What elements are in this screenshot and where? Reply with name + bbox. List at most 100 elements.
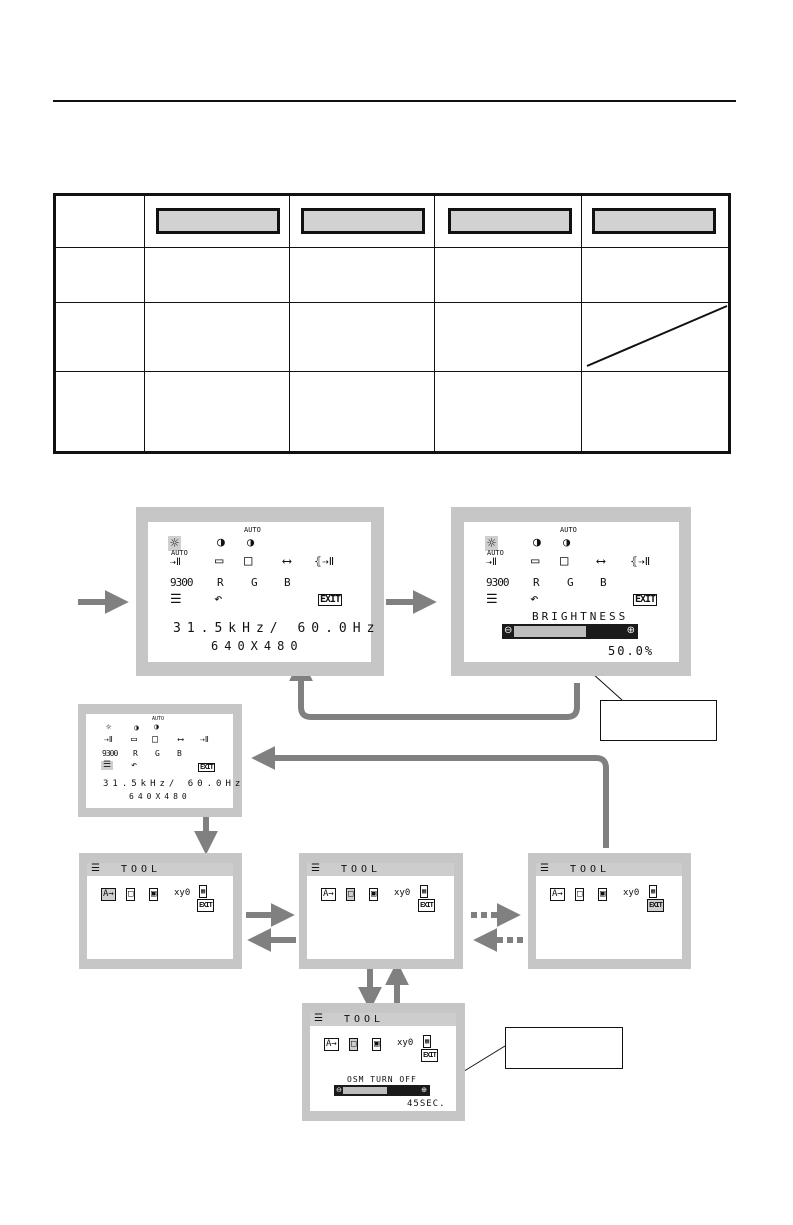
xy0-icon[interactable]: xy0 — [394, 888, 411, 898]
osm-turnoff-icon[interactable]: ▣ — [369, 888, 379, 901]
row-divider — [56, 302, 728, 303]
tool-screen-middle: ☰ TOOL A→ □ ▣ xy0 ▦ EXIT — [299, 853, 463, 969]
exit-icon[interactable]: EXIT — [421, 1049, 438, 1062]
h-size-icon[interactable]: ⟷ — [178, 735, 184, 745]
osm-position-icon[interactable]: □ — [346, 888, 356, 901]
contrast-icon[interactable]: ◑ — [217, 535, 225, 550]
down-up-icon[interactable]: □ — [560, 553, 569, 569]
tool-icon[interactable]: ☰ — [170, 592, 182, 607]
exit-icon[interactable]: EXIT — [418, 899, 435, 912]
exit-icon[interactable]: EXIT — [647, 899, 664, 912]
brightness-icon[interactable]: ☼ — [106, 723, 112, 733]
osm-turnoff-slider[interactable]: ⊖ ⊕ — [334, 1085, 430, 1096]
exit-icon[interactable]: EXIT — [633, 594, 658, 606]
language-icon[interactable]: A→ — [321, 888, 336, 901]
auto-adjust-icon[interactable]: ◑ — [563, 535, 571, 549]
col-divider — [144, 196, 145, 451]
tool-icon[interactable]: ☰ — [101, 760, 114, 770]
xy0-icon[interactable]: xy0 — [174, 888, 191, 898]
osm-turnoff-icon[interactable]: ▣ — [598, 888, 608, 901]
color-g[interactable]: G — [155, 749, 160, 758]
contrast-icon[interactable]: ◑ — [533, 535, 541, 550]
key-header-2 — [301, 208, 425, 234]
info-icon[interactable]: ▦ — [199, 885, 208, 898]
osm-turnoff-value: 45SEC. — [407, 1099, 446, 1109]
color-9300[interactable]: 9300 — [170, 576, 193, 589]
auto-label: AUTO — [152, 716, 165, 722]
fine-icon[interactable]: ⦃⇢Ⅱ — [314, 555, 335, 568]
na-diagonal — [586, 305, 728, 367]
auto-position-icon[interactable]: ⇢Ⅱ — [104, 735, 113, 744]
tool-title: TOOL — [121, 864, 162, 875]
xy0-icon[interactable]: xy0 — [397, 1038, 414, 1048]
auto-position-icon[interactable]: ⇢Ⅱ — [170, 557, 181, 568]
osm-position-icon[interactable]: □ — [349, 1038, 359, 1051]
tool-title: TOOL — [570, 864, 611, 875]
osm-turnoff-icon[interactable]: ▣ — [149, 888, 159, 901]
tool-icon[interactable]: ☰ — [486, 592, 498, 607]
exit-icon[interactable]: EXIT — [197, 899, 214, 912]
color-b[interactable]: B — [284, 576, 291, 589]
brightness-callout-box — [600, 700, 717, 741]
minus-icon[interactable]: ⊖ — [504, 625, 513, 636]
brightness-slider[interactable]: ⊖ ⊕ — [502, 624, 638, 639]
language-icon[interactable]: A→ — [550, 888, 565, 901]
auto-adjust-icon[interactable]: ◑ — [154, 722, 159, 731]
brightness-icon[interactable]: ☼ — [485, 534, 499, 552]
left-right-icon[interactable]: ▭ — [131, 734, 138, 745]
osm-main-screen-tool-selected: ☼ ◑ AUTO ◑ ⇢Ⅱ ▭ □ ⟷ ⇢Ⅱ 9300 R G B ☰ ↶ EX… — [78, 704, 242, 817]
color-r[interactable]: R — [133, 749, 138, 758]
xy0-icon[interactable]: xy0 — [623, 888, 640, 898]
h-size-icon[interactable]: ⟷ — [597, 554, 605, 569]
color-9300[interactable]: 9300 — [486, 576, 509, 589]
plus-icon[interactable]: ⊕ — [421, 1087, 427, 1094]
info-icon[interactable]: ▦ — [649, 885, 658, 898]
info-icon[interactable]: ▦ — [423, 1035, 432, 1048]
auto-label: AUTO — [560, 526, 577, 534]
tool-header: ☰ TOOL — [87, 863, 233, 876]
contrast-icon[interactable]: ◑ — [134, 723, 139, 732]
h-size-icon[interactable]: ⟷ — [283, 554, 291, 569]
plus-icon[interactable]: ⊕ — [626, 625, 635, 636]
info-icon[interactable]: ▦ — [420, 885, 429, 898]
color-9300[interactable]: 9300 — [102, 749, 118, 758]
row-divider — [56, 371, 728, 372]
osm-brightness-screen: ☼ ◑ AUTO ◑ AUTO ⇢Ⅱ ▭ □ ⟷ ⦃⇢Ⅱ 9300 R G B … — [451, 507, 691, 676]
exit-icon[interactable]: EXIT — [318, 594, 343, 606]
down-up-icon[interactable]: □ — [152, 734, 159, 745]
brightness-icon[interactable]: ☼ — [168, 534, 182, 552]
minus-icon[interactable]: ⊖ — [336, 1087, 342, 1094]
tool-screen-right: ☰ TOOL A→ □ ▣ xy0 ▦ EXIT — [528, 853, 691, 969]
left-right-icon[interactable]: ▭ — [215, 553, 224, 569]
osm-main-screen: ☼ ◑ AUTO ◑ AUTO ⇢Ⅱ ▭ □ ⟷ ⦃⇢Ⅱ 9300 R G B … — [136, 507, 384, 676]
auto-adjust-icon[interactable]: ◑ — [247, 535, 255, 549]
factory-preset-icon[interactable]: ↶ — [530, 591, 539, 607]
fine-icon[interactable]: ⇢Ⅱ — [200, 735, 209, 744]
language-icon[interactable]: A→ — [324, 1038, 339, 1051]
osm-position-icon[interactable]: □ — [575, 888, 585, 901]
color-g[interactable]: G — [251, 576, 258, 589]
factory-preset-icon[interactable]: ↶ — [214, 591, 223, 607]
down-up-icon[interactable]: □ — [244, 553, 253, 569]
tool-screen-osm-turnoff: ☰ TOOL A→ □ ▣ xy0 ▦ EXIT OSM TURN OFF ⊖ … — [302, 1003, 465, 1121]
osm-turnoff-icon[interactable]: ▣ — [372, 1038, 382, 1051]
color-b[interactable]: B — [177, 749, 182, 758]
frequency-readout: 31.5kHz/ 60.0Hz — [173, 621, 381, 636]
return-arrow — [289, 657, 580, 720]
color-r[interactable]: R — [533, 576, 540, 589]
color-b[interactable]: B — [600, 576, 607, 589]
row-divider — [56, 247, 728, 248]
col-divider — [289, 196, 290, 451]
fine-icon[interactable]: ⦃⇢Ⅱ — [630, 555, 651, 568]
tool-header: ☰ TOOL — [536, 863, 682, 876]
auto-position-icon[interactable]: ⇢Ⅱ — [486, 557, 497, 568]
color-g[interactable]: G — [567, 576, 574, 589]
osm-position-icon[interactable]: □ — [126, 888, 136, 901]
tool-icon: ☰ — [311, 863, 320, 874]
tool-header: ☰ TOOL — [310, 1013, 456, 1026]
exit-icon[interactable]: EXIT — [198, 763, 215, 772]
color-r[interactable]: R — [217, 576, 224, 589]
factory-preset-icon[interactable]: ↶ — [131, 760, 138, 771]
left-right-icon[interactable]: ▭ — [531, 553, 540, 569]
language-icon[interactable]: A→ — [101, 888, 116, 901]
